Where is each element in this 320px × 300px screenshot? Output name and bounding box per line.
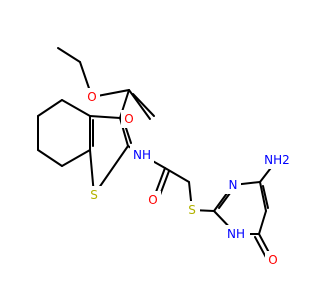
amide-nitrogen: NH xyxy=(130,146,154,164)
amide-nitrogen-label: NH xyxy=(133,148,151,162)
molecule-diagram: O O S NH O S N NH2 xyxy=(37,47,294,269)
pyrimidine-bond xyxy=(262,185,269,209)
ester-bond xyxy=(57,47,81,63)
ester-ether-oxygen-label: O xyxy=(87,90,96,104)
amide-oxygen: O xyxy=(145,191,161,209)
thiophene-bond xyxy=(89,115,121,119)
cyclohexane-bond xyxy=(61,99,91,117)
pyrimidine-n3-label: N xyxy=(229,178,238,192)
amide-bond xyxy=(164,167,190,183)
pyrimidinone-oxygen-label: O xyxy=(268,253,277,267)
atom-label-layer: O O S NH O S N NH2 xyxy=(84,88,294,269)
pyrimidine-n3: N xyxy=(225,176,241,194)
ester-carbonyl-oxygen-label: O xyxy=(124,112,133,126)
amino-group: NH2 xyxy=(262,151,294,169)
thiophene-sulfur: S xyxy=(86,186,102,204)
ester-carbonyl-oxygen: O xyxy=(121,110,137,128)
amide-oxygen-label: O xyxy=(148,193,157,207)
pyrimidine-bond xyxy=(258,210,267,235)
cyclohexane-bond xyxy=(61,149,91,167)
pyrimidine-n1h: NH xyxy=(224,225,250,243)
pyrimidine-bond xyxy=(259,181,267,212)
thioether-sulfur: S xyxy=(184,201,200,219)
thiophene-sulfur-label: S xyxy=(90,188,98,202)
thioether-sulfur-label: S xyxy=(188,203,196,217)
pyrimidine-n1h-label: NH xyxy=(227,227,245,241)
ester-bond xyxy=(132,93,155,117)
cyclohexane-bond xyxy=(37,99,63,117)
cyclohexane-bond xyxy=(37,149,63,167)
pyrimidinone-oxygen: O xyxy=(265,251,281,269)
amino-group-label: NH2 xyxy=(264,153,290,167)
ester-ether-oxygen: O xyxy=(84,88,100,106)
